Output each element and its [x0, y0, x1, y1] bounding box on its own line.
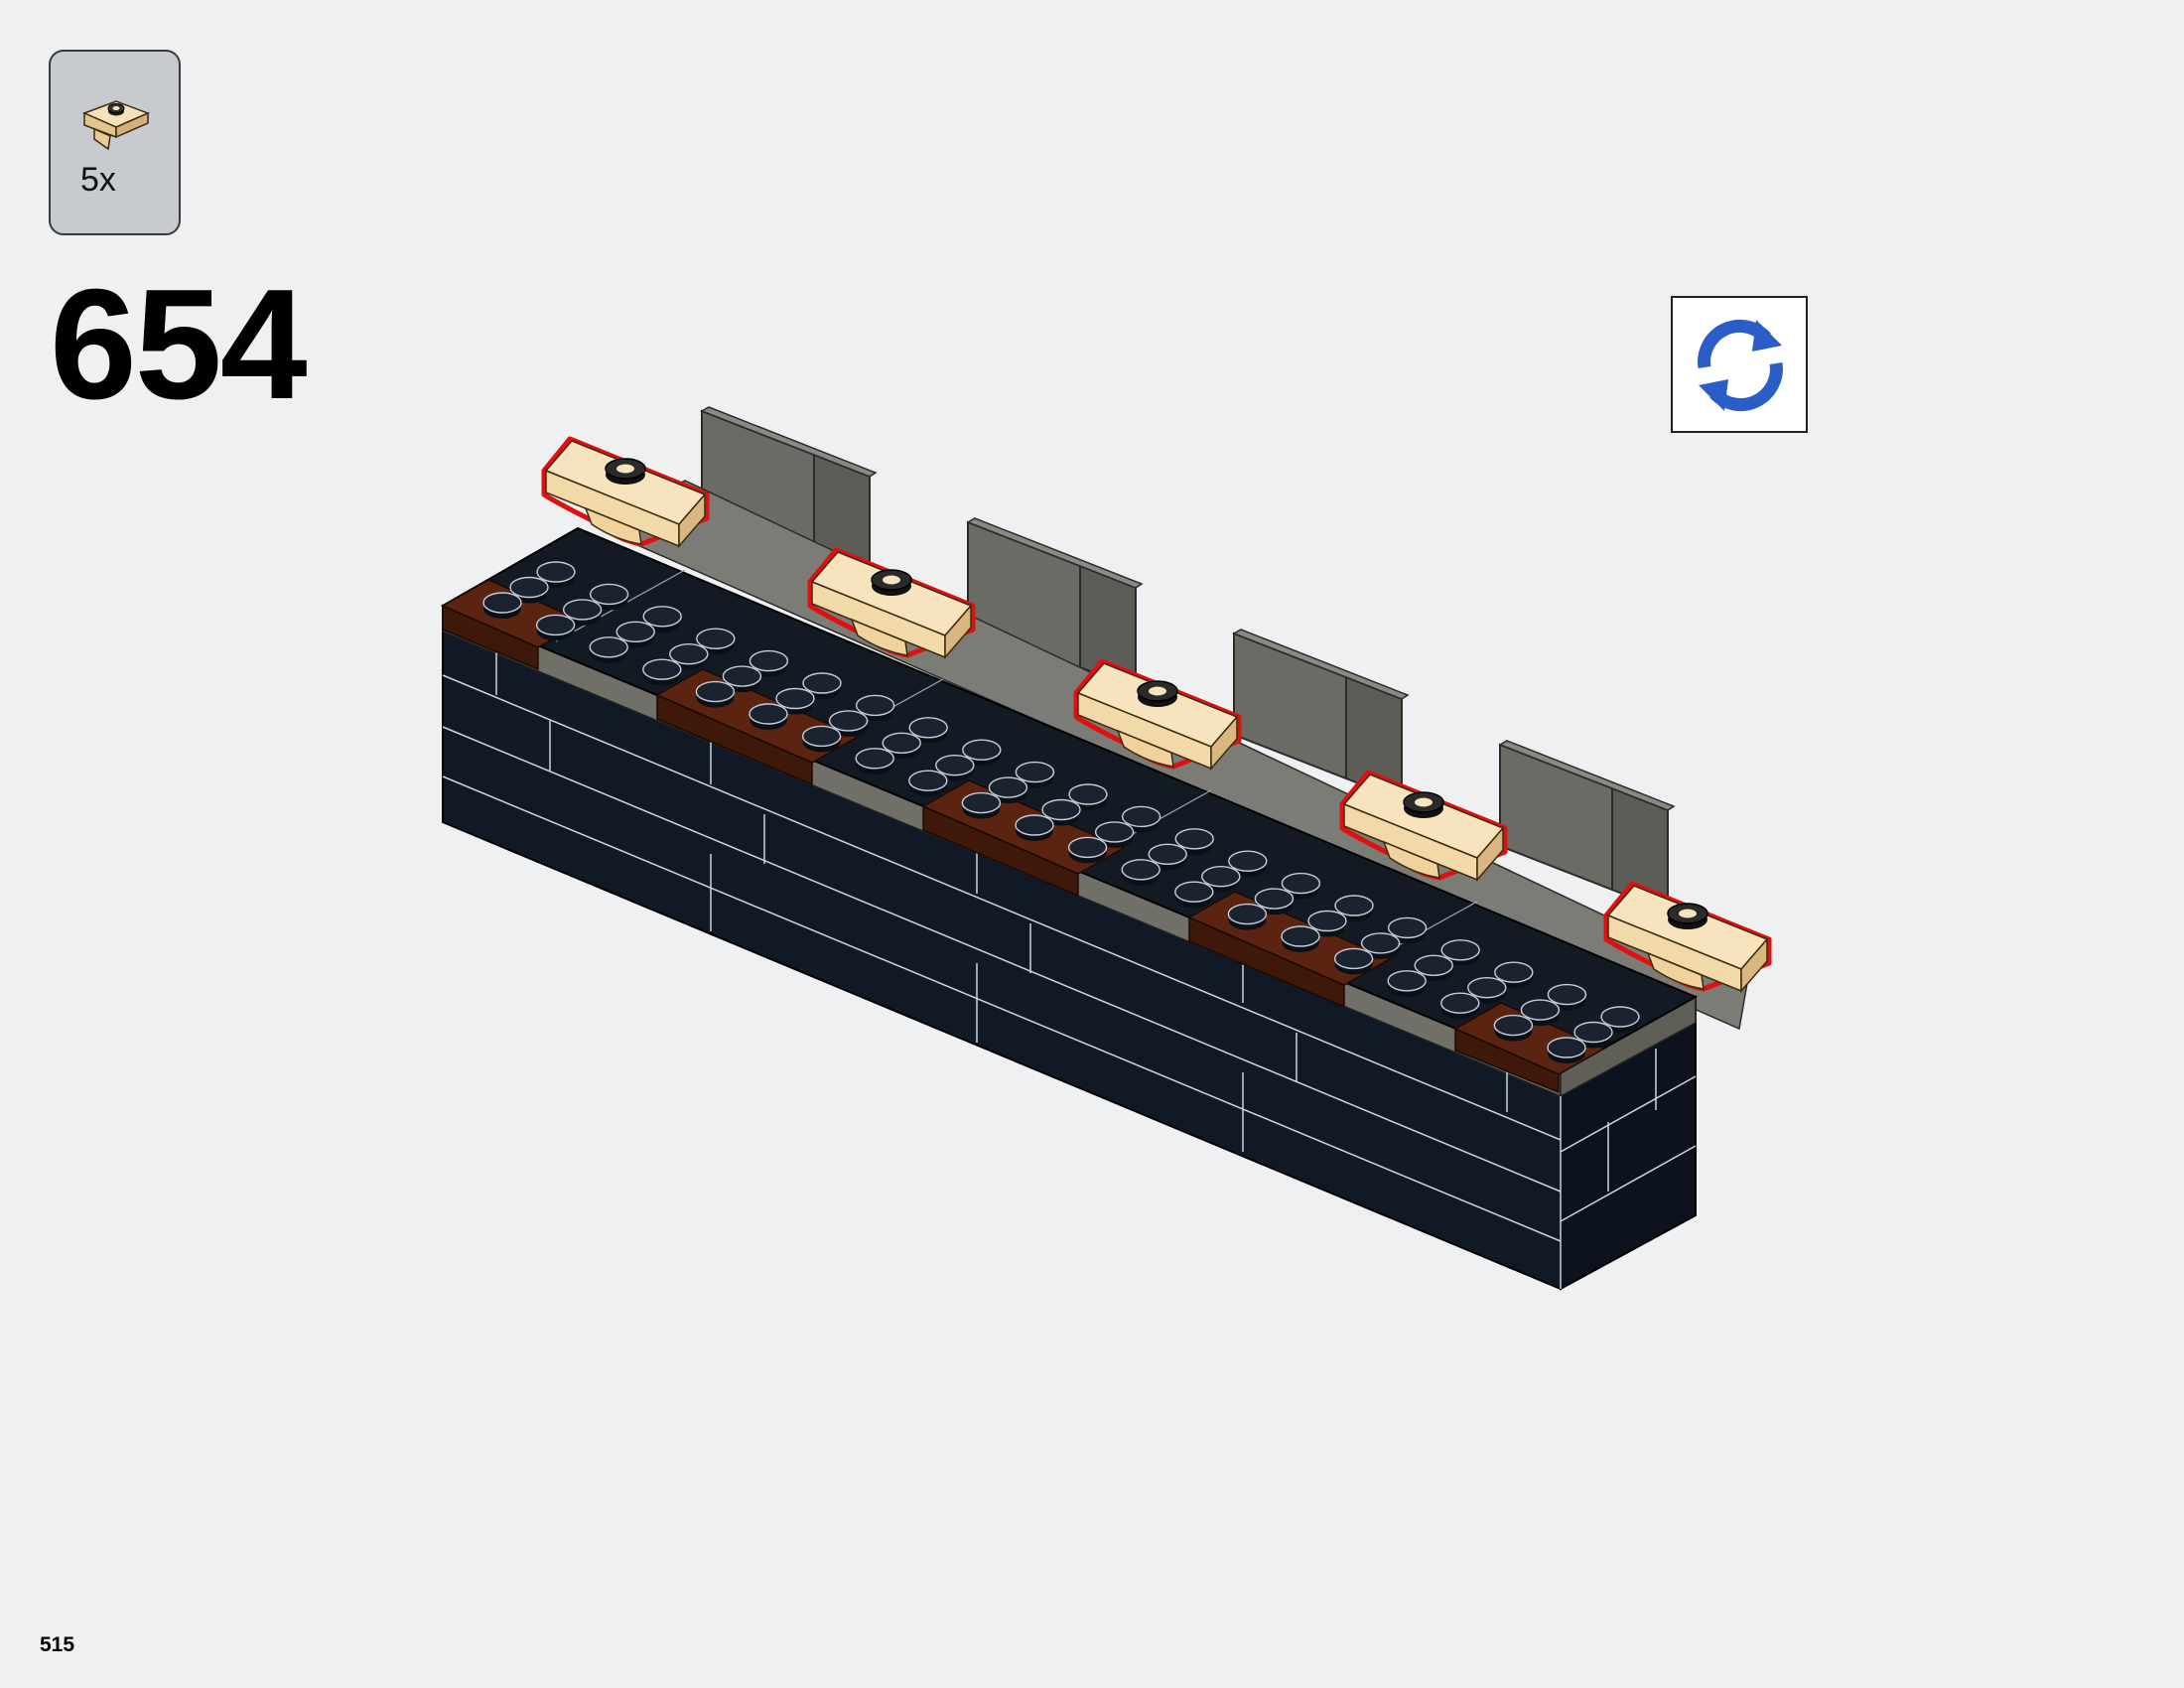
rotate-indicator: [1671, 296, 1808, 433]
stud: [1493, 1014, 1534, 1042]
stud: [562, 599, 603, 626]
stud: [669, 643, 709, 670]
stud: [1041, 798, 1081, 826]
rotate-arrows-icon: [1698, 319, 1783, 412]
stud: [1094, 821, 1135, 848]
stud: [1228, 850, 1268, 878]
stud: [695, 680, 736, 708]
stud: [749, 649, 789, 677]
new-tan-brackets: [541, 436, 1772, 994]
parts-callout: 5x: [49, 50, 181, 235]
studs: [482, 561, 1640, 1063]
tan-bracket: [541, 436, 710, 549]
stud: [642, 658, 682, 686]
stud: [1121, 859, 1160, 886]
stud: [535, 614, 576, 641]
stud: [749, 703, 788, 730]
stud: [1467, 977, 1507, 1004]
stud: [536, 561, 576, 588]
stud: [1387, 970, 1427, 997]
stud: [988, 776, 1028, 804]
stud: [855, 748, 894, 774]
tan-bracket: [1339, 770, 1508, 883]
stud: [1334, 895, 1374, 921]
tan-bracket: [1603, 881, 1772, 994]
stud: [1227, 903, 1268, 930]
stud: [1600, 1006, 1640, 1033]
stud: [482, 592, 522, 619]
page-number: 515: [40, 1633, 75, 1656]
stud: [1281, 925, 1320, 952]
tan-bracket: [807, 547, 976, 660]
stud: [801, 725, 842, 753]
stud: [1547, 1037, 1586, 1063]
tan-bracket-plate-icon: [82, 100, 150, 151]
tan-bracket: [1073, 658, 1242, 772]
stud: [961, 791, 1002, 819]
stud: [1067, 836, 1108, 864]
stud: [1174, 881, 1214, 909]
stud: [589, 636, 628, 663]
part-quantity: 5x: [80, 161, 116, 199]
stud: [1015, 814, 1054, 841]
stud: [1281, 872, 1321, 900]
stud: [1440, 992, 1480, 1020]
step-number: 654: [50, 257, 308, 432]
stud: [1333, 947, 1374, 975]
stud: [908, 770, 948, 797]
brick-lines: [442, 645, 1697, 1289]
